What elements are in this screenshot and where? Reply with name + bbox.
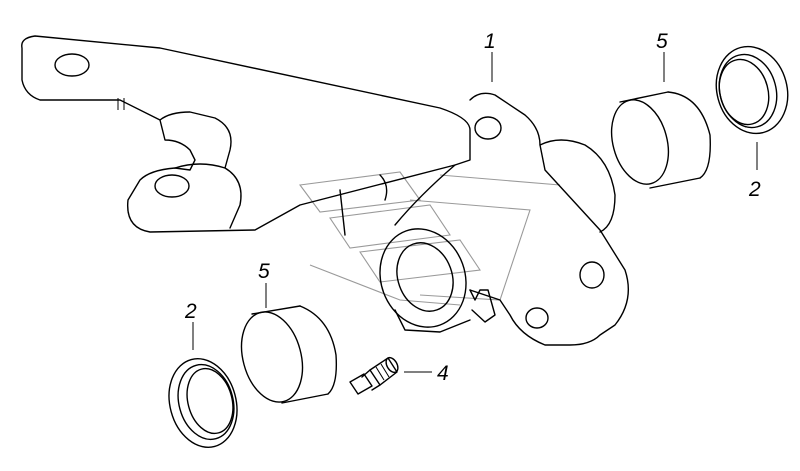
bushing-left: [240, 305, 338, 404]
bushing-right: [610, 91, 711, 189]
callout-4: 4: [437, 362, 449, 385]
seal-ring-left: [168, 358, 238, 448]
seal-ring-right: [715, 45, 789, 135]
callout-1: 1: [484, 30, 496, 53]
housing-body: [379, 92, 629, 346]
callout-2-left: 2: [184, 300, 197, 323]
grease-fitting: [349, 356, 399, 395]
watermark-logo: [299, 171, 561, 306]
callout-2-right: 2: [748, 178, 761, 201]
bracket-arm: [21, 35, 471, 236]
callout-5-right: 5: [656, 30, 668, 53]
callout-5-left: 5: [258, 260, 270, 283]
leader-lines: [192, 52, 758, 373]
